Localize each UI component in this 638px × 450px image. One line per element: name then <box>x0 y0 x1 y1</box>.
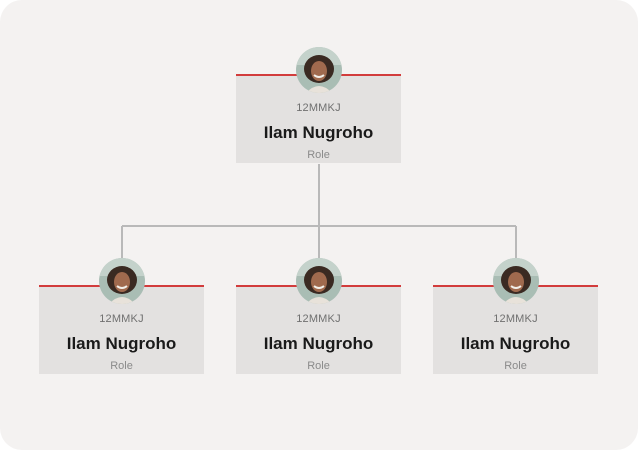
employee-role: Role <box>307 149 330 161</box>
employee-code: 12MMKJ <box>296 313 341 325</box>
employee-code: 12MMKJ <box>99 313 144 325</box>
person-photo-icon <box>296 258 342 304</box>
person-photo-icon <box>99 258 145 304</box>
employee-code: 12MMKJ <box>296 102 341 114</box>
person-photo-icon <box>296 47 342 93</box>
employee-name: Ilam Nugroho <box>66 334 177 353</box>
employee-role: Role <box>110 360 133 372</box>
employee-code: 12MMKJ <box>493 313 538 325</box>
employee-name: Ilam Nugroho <box>263 334 374 353</box>
employee-name: Ilam Nugroho <box>263 123 374 142</box>
employee-role: Role <box>307 360 330 372</box>
org-card-child-3[interactable]: 12MMKJ Ilam Nugroho Role <box>433 285 598 374</box>
person-photo-icon <box>493 258 539 304</box>
employee-role: Role <box>504 360 527 372</box>
employee-name: Ilam Nugroho <box>460 334 571 353</box>
